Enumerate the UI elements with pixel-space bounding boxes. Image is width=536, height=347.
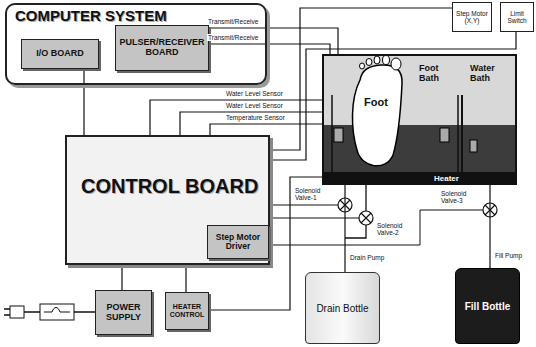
driver-box: Step Motor Driver xyxy=(207,225,269,259)
node-text: I/O BOARD xyxy=(36,49,84,59)
bath-label: Foot xyxy=(364,96,388,108)
wire-connector xyxy=(210,124,322,135)
signal-label: Water Level Sensor xyxy=(225,90,284,97)
panel-title: COMPUTER SYSTEM xyxy=(15,8,167,25)
bath-tank: Foot Foot Bath Water BathHeater xyxy=(322,54,517,185)
heater-control-box: HEATER CONTROL xyxy=(165,292,209,330)
wire-connector xyxy=(344,185,345,272)
bath-label: Water Bath xyxy=(470,64,516,84)
panel-title: CONTROL BOARD xyxy=(81,175,258,197)
bath-label: Heater xyxy=(434,175,459,184)
valve-label: Solenoid Valve-3 xyxy=(440,190,480,204)
supply-box: POWER SUPPLY xyxy=(95,290,152,335)
wire-connector xyxy=(150,100,322,135)
wire-connector xyxy=(121,265,122,290)
signal-label: Water Level Sensor xyxy=(225,102,284,109)
signal-label: Drain Pump xyxy=(349,254,385,261)
board-box: I/O BOARD xyxy=(21,39,99,69)
node-text: Fill Bottle xyxy=(465,301,511,312)
valve-label: Solenoid Valve-1 xyxy=(294,187,330,201)
node-text: Step Motor Driver xyxy=(210,233,266,252)
step-motor-box: Step Motor (X,Y) xyxy=(452,2,492,32)
signal-label: Transmit/Receive xyxy=(207,18,259,25)
limit-switch-box: Limit Switch xyxy=(500,2,534,32)
node-text: Step Motor (X,Y) xyxy=(455,10,489,24)
bath-label: Foot Bath xyxy=(419,64,459,84)
control-box: CONTROL BOARD Step Motor Driver xyxy=(65,135,270,265)
wire-connector xyxy=(489,185,490,268)
wire-connector xyxy=(270,32,516,160)
wire-connector xyxy=(83,69,84,135)
valve-label: Solenoid Valve-2 xyxy=(376,222,414,236)
wire-connector xyxy=(185,265,186,292)
node-text: PULSER/RECEIVER BOARD xyxy=(118,38,206,58)
fill-bottle: Fill Bottle xyxy=(455,268,520,344)
signal-label: Temperature Sensor xyxy=(225,114,286,121)
system-panel: COMPUTER SYSTEM I/O BOARD PULSER/RECEIVER … xyxy=(5,3,267,85)
wire-connector xyxy=(180,112,322,135)
node-text: POWER SUPPLY xyxy=(98,303,149,323)
signal-label: Transmit/Receive xyxy=(207,34,259,41)
board-box: PULSER/RECEIVER BOARD xyxy=(115,25,209,71)
node-text: Drain Bottle xyxy=(316,303,368,314)
node-text: HEATER CONTROL xyxy=(168,303,206,318)
drain-bottle: Drain Bottle xyxy=(305,272,380,344)
node-text: Limit Switch xyxy=(503,10,531,24)
signal-label: Fill Pump xyxy=(494,252,523,259)
